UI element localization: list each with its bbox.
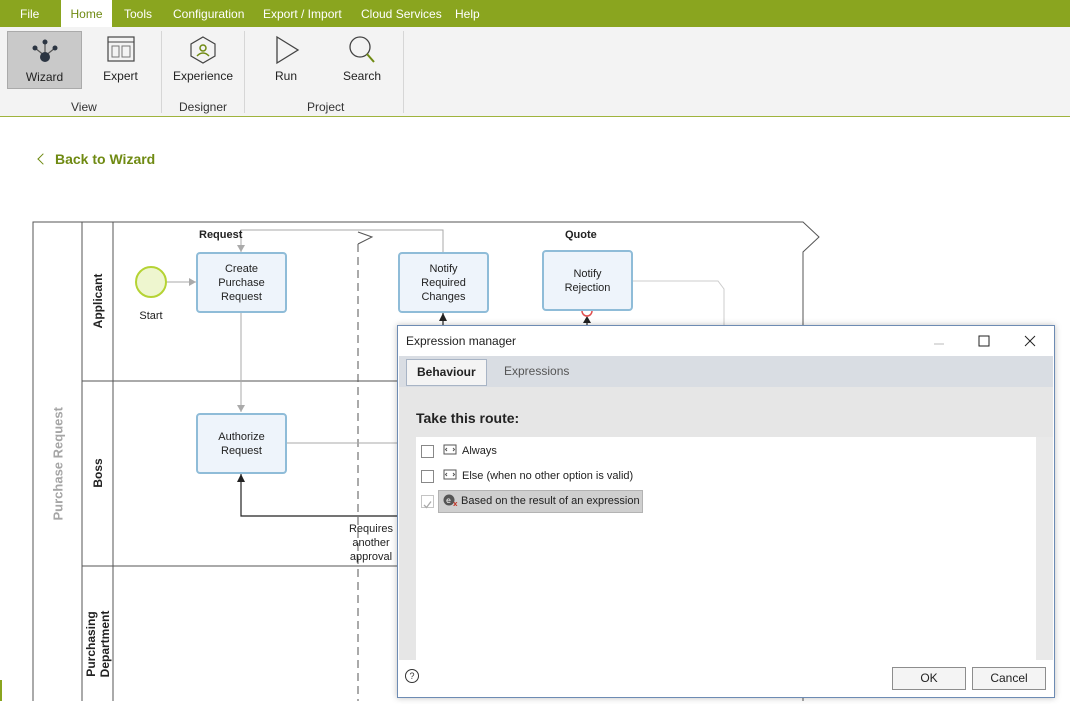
lane-label-purchasing: Purchasing Department [84, 610, 112, 678]
phase-label-quote: Quote [565, 229, 597, 241]
close-button[interactable] [1015, 330, 1045, 352]
option-label: Always [462, 445, 497, 457]
group-divider [403, 31, 404, 113]
menu-help[interactable]: Help [455, 7, 480, 21]
option-checkbox[interactable] [421, 495, 434, 509]
option-checkbox[interactable] [421, 445, 434, 458]
search-button-label: Search [342, 69, 382, 83]
maximize-button[interactable] [969, 330, 999, 352]
group-label-designer: Designer [179, 100, 228, 114]
script-icon [443, 444, 457, 455]
menu-cloud-services[interactable]: Cloud Services [361, 7, 442, 21]
dialog-body: Take this route: Always Else (when no ot… [399, 387, 1053, 660]
run-button-label: Run [274, 69, 297, 83]
lane-label-applicant: Applicant [91, 273, 105, 329]
task-notify-rejection[interactable]: Notify Rejection [542, 250, 633, 311]
selection-highlight [438, 490, 643, 513]
experience-icon [190, 36, 216, 64]
ribbon: Wizard Expert View Experience Designer R… [0, 27, 1070, 117]
back-to-wizard-link[interactable]: Back to Wizard [37, 151, 156, 167]
lane-label-boss: Boss [91, 458, 105, 488]
route-title: Take this route: [416, 410, 520, 426]
group-label-view: View [71, 100, 97, 114]
flow-label: Requires another approval [348, 523, 394, 563]
option-checkbox[interactable] [421, 470, 434, 483]
svg-text:x: x [453, 500, 458, 507]
dialog-title: Expression manager [406, 334, 517, 348]
option-always[interactable]: Always [416, 440, 1036, 462]
group-label-project: Project [307, 100, 345, 114]
task-create-purchase-request[interactable]: Create Purchase Request [196, 252, 287, 313]
cancel-button[interactable]: Cancel [972, 667, 1046, 690]
minimize-button[interactable] [924, 330, 954, 352]
run-button[interactable]: Run [254, 31, 318, 87]
svg-text:e: e [446, 496, 451, 505]
menu-bar: File Home Tools Configuration Export / I… [0, 0, 1070, 27]
play-icon [276, 35, 300, 65]
task-authorize-request[interactable]: Authorize Request [196, 413, 287, 474]
maximize-icon [978, 335, 990, 347]
option-label: Else (when no other option is valid) [462, 470, 634, 482]
search-button[interactable]: Search [330, 31, 394, 87]
wizard-button[interactable]: Wizard [7, 31, 82, 89]
help-icon[interactable]: ? [405, 669, 419, 683]
expert-button-label: Expert [103, 69, 138, 83]
menu-file[interactable]: File [20, 7, 40, 21]
task-notify-required-changes[interactable]: Notify Required Changes [398, 252, 489, 313]
phase-label-request: Request [199, 229, 243, 241]
group-divider [244, 31, 245, 113]
minimize-icon [934, 343, 944, 345]
dialog-footer: ? OK Cancel [399, 660, 1053, 696]
pool-label: Purchase Request [50, 407, 66, 521]
back-link-label: Back to Wizard [55, 151, 156, 167]
dialog-tabs: Behaviour Expressions [399, 356, 1053, 387]
start-label: Start [139, 310, 163, 322]
search-icon [349, 36, 375, 63]
expression-manager-dialog: Expression manager Behaviour Expressions… [397, 325, 1055, 698]
experience-button-label: Experience [172, 69, 234, 83]
task-label: Authorize Request [218, 430, 265, 457]
script-icon [443, 469, 457, 480]
checkmark-icon [423, 501, 432, 509]
expert-icon [106, 36, 135, 62]
experience-button[interactable]: Experience [170, 31, 236, 87]
close-icon [1024, 335, 1036, 347]
expert-button[interactable]: Expert [84, 31, 157, 87]
tab-expressions[interactable]: Expressions [504, 364, 570, 378]
task-label: Notify Required Changes [421, 262, 466, 303]
menu-home[interactable]: Home [61, 0, 112, 27]
tab-behaviour[interactable]: Behaviour [406, 359, 487, 386]
wizard-button-label: Wizard [25, 70, 64, 84]
group-divider [161, 31, 162, 113]
menu-tools[interactable]: Tools [124, 7, 153, 21]
option-else[interactable]: Else (when no other option is valid) [416, 465, 1036, 487]
option-label: Based on the result of an expression [461, 495, 640, 507]
scrollbar[interactable] [1036, 437, 1053, 660]
task-label: Create Purchase Request [218, 262, 265, 303]
status-indicator [0, 680, 2, 701]
ok-button[interactable]: OK [892, 667, 966, 690]
start-event[interactable] [135, 266, 167, 298]
menu-configuration[interactable]: Configuration [173, 7, 245, 21]
route-options-list: Always Else (when no other option is val… [416, 437, 1036, 660]
task-label: Notify Rejection [564, 267, 611, 294]
menu-export-import[interactable]: Export / Import [263, 7, 342, 21]
wizard-icon [32, 39, 57, 62]
